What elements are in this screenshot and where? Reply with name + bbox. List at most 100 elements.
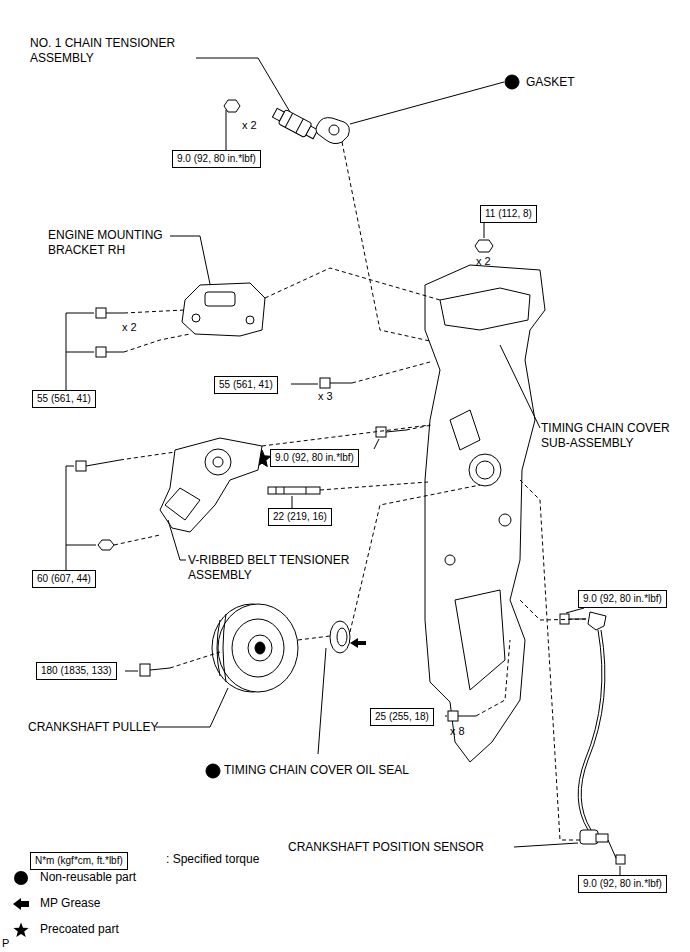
dashed-line	[476, 640, 510, 716]
leader-line	[66, 313, 94, 390]
torque-value: 25 (255, 18)	[375, 711, 429, 722]
torque-value: 55 (561, 41)	[219, 379, 273, 390]
torque-value: 180 (1835, 133)	[41, 665, 112, 676]
part-name: CRANKSHAFT POSITION SENSOR	[288, 840, 484, 855]
torque-box: 9.0 (92, 80 in.*lbf)	[578, 590, 667, 608]
bolt	[448, 711, 476, 721]
leader-line	[292, 496, 293, 508]
legend-item: MP Grease	[40, 896, 100, 911]
torque-value: 11 (112, 8)	[485, 208, 532, 219]
dashed-line	[124, 310, 185, 313]
leader-line	[291, 384, 318, 385]
torque-box: 9.0 (92, 80 in.*lbf)	[578, 875, 667, 893]
leader-line	[374, 439, 379, 449]
dashed-line	[520, 600, 586, 620]
circle-symbol	[12, 870, 30, 886]
timing-chain-cover	[425, 265, 545, 762]
part-name: CRANKSHAFT PULLEY	[28, 720, 158, 735]
leader-line	[226, 110, 227, 150]
engine-mounting-bracket	[182, 283, 265, 336]
leader-line	[318, 648, 326, 754]
quantity-label: x 2	[242, 118, 257, 133]
leader-line	[170, 236, 200, 237]
torque-box: 55 (561, 41)	[32, 390, 96, 408]
part-name: TIMING CHAIN COVER SUB-ASSEMBLY	[541, 421, 687, 451]
leader-line	[196, 58, 290, 112]
legend-item: Precoated part	[40, 922, 119, 937]
torque-box: 9.0 (92, 80 in.*lbf)	[172, 150, 261, 168]
legend-item: Non-reusable part	[40, 870, 136, 885]
torque-value: 22 (219, 16)	[273, 511, 327, 522]
crankshaft-position-sensor	[578, 612, 608, 844]
dashed-line	[262, 425, 430, 446]
nut	[475, 240, 493, 252]
leader-line	[514, 843, 578, 847]
torque-value: 9.0 (92, 80 in.*lbf)	[177, 153, 256, 164]
non-reusable-mark	[505, 75, 519, 89]
legend-text: Non-reusable part	[40, 870, 136, 884]
leader-line	[156, 727, 210, 728]
dashed-line	[124, 334, 190, 352]
nut	[98, 540, 114, 550]
non-reusable-mark	[206, 764, 220, 778]
dashed-line	[265, 268, 440, 300]
leader-line	[168, 520, 180, 560]
torque-box: 180 (1835, 133)	[36, 662, 117, 680]
part-name: GASKET	[526, 75, 575, 90]
part-name: V-RIBBED BELT TENSIONER ASSEMBLY	[188, 553, 373, 583]
v-ribbed-belt-tensioner	[160, 438, 262, 532]
torque-box: 60 (607, 44)	[32, 570, 96, 588]
quantity-label: x 3	[318, 389, 333, 404]
gasket	[316, 118, 349, 144]
part-name: TIMING CHAIN COVER OIL SEAL	[224, 763, 409, 778]
dashed-line	[352, 362, 430, 383]
legend-item: : Specified torque	[166, 852, 259, 867]
torque-box: 55 (561, 41)	[214, 376, 278, 394]
bolt	[76, 460, 120, 471]
dashed-line	[320, 482, 428, 490]
leader-line	[66, 352, 94, 353]
arrow-symbol	[12, 896, 30, 912]
star-symbol	[12, 922, 30, 938]
part-name: NO. 1 CHAIN TENSIONER ASSEMBLY	[30, 36, 195, 66]
torque-value: 9.0 (92, 80 in.*lbf)	[583, 593, 662, 604]
leader-line	[125, 671, 138, 672]
bolt	[96, 308, 124, 318]
quantity-label: x 8	[450, 724, 465, 739]
mp-grease-arrow	[350, 638, 366, 648]
dashed-line	[120, 452, 175, 460]
torque-box: 25 (255, 18)	[370, 708, 434, 726]
quantity-label: x 2	[476, 254, 491, 269]
bolt	[608, 840, 625, 864]
bolt	[140, 664, 170, 676]
figure-code: P	[2, 936, 9, 951]
dashed-line	[298, 636, 330, 640]
leader-line	[66, 466, 74, 570]
leader-line	[484, 223, 485, 238]
torque-value: 60 (607, 44)	[37, 573, 91, 584]
part-name: ENGINE MOUNTING BRACKET RH	[48, 228, 178, 258]
legend-text: Precoated part	[40, 922, 119, 936]
leader-line	[200, 236, 210, 284]
torque-box: 22 (219, 16)	[268, 508, 332, 526]
oil-seal	[330, 621, 350, 653]
torque-value: 55 (561, 41)	[37, 393, 91, 404]
bolt	[320, 378, 352, 388]
crankshaft-pulley	[212, 604, 298, 692]
legend-text: : Specified torque	[166, 852, 259, 866]
torque-value: 9.0 (92, 80 in.*lbf)	[583, 878, 662, 889]
legend-text: MP Grease	[40, 896, 100, 910]
torque-box: 9.0 (92, 80 in.*lbf)	[270, 449, 359, 467]
chain-tensioner	[271, 106, 319, 142]
torque-box: 11 (112, 8)	[480, 205, 537, 223]
stud	[268, 487, 320, 494]
torque-box: N*m (kgf*cm, ft.*lbf)	[30, 852, 128, 870]
leader-line	[620, 866, 621, 875]
leader-line	[210, 688, 228, 727]
torque-value: N*m (kgf*cm, ft.*lbf)	[35, 855, 123, 866]
leader-line	[350, 82, 504, 124]
dashed-line	[520, 480, 580, 840]
